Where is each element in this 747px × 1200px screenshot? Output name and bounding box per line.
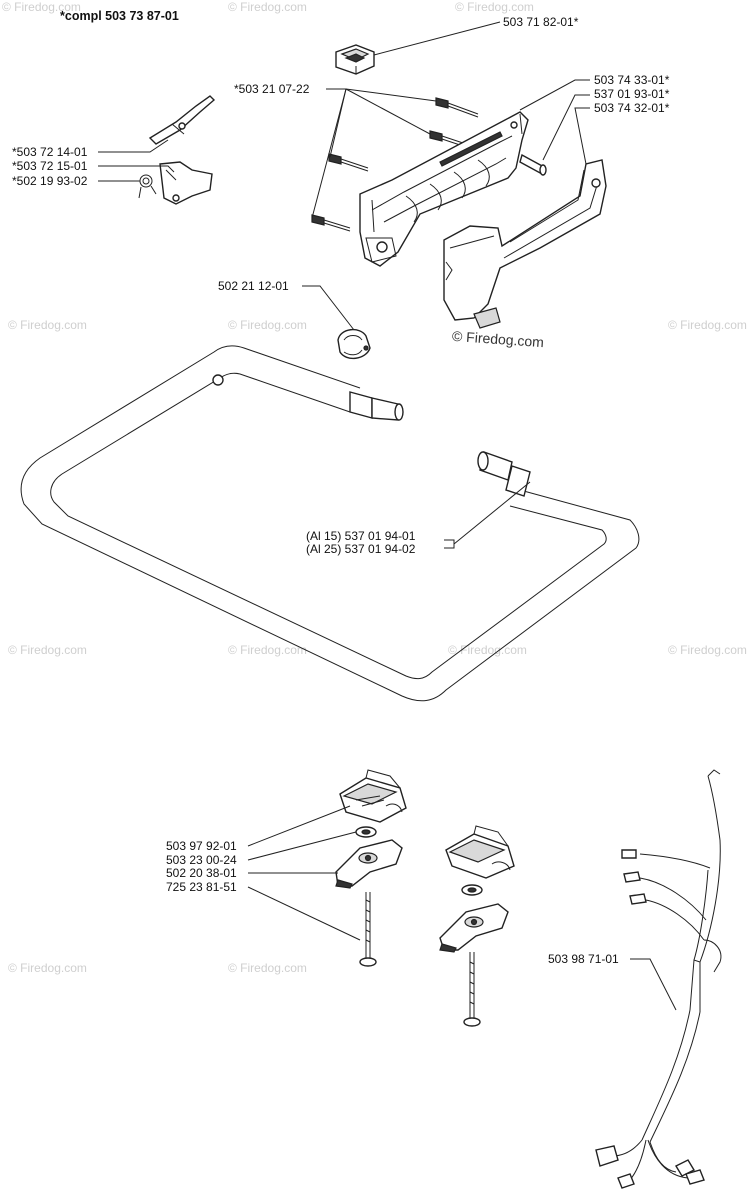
bolt-part-duplicate	[463, 952, 481, 1027]
part-label-handle-bar-al15: (Al 15) 537 01 94-01	[306, 529, 416, 543]
washer-part-duplicate	[461, 884, 483, 896]
part-label-handle-half-left: 503 74 32-01*	[594, 101, 670, 115]
part-label-knob: 502 20 38-01	[166, 866, 237, 880]
part-label-screws: *503 21 07-22	[234, 82, 310, 96]
part-label-handle-bar-al25: (Al 25) 537 01 94-02	[306, 542, 416, 556]
watermark: © Firedog.com	[448, 643, 527, 657]
watermark: © Firedog.com	[455, 0, 534, 14]
watermark: © Firedog.com	[8, 643, 87, 657]
watermark: © Firedog.com	[2, 0, 81, 14]
part-label-switch: 503 71 82-01*	[503, 15, 579, 29]
part-label-handle-pin: 537 01 93-01*	[594, 87, 670, 101]
watermark: © Firedog.com	[228, 0, 307, 14]
bolt-part	[359, 892, 377, 967]
part-label-washer: 503 23 00-24	[166, 853, 237, 867]
watermark: © Firedog.com	[228, 961, 307, 975]
bracket-part-duplicate	[445, 825, 515, 879]
clamp-part	[337, 329, 371, 359]
assembly-label: *compl 503 73 87-01	[60, 9, 179, 23]
handle-half-right-part	[443, 159, 607, 329]
watermark: © Firedog.com	[228, 318, 307, 332]
knob-part-duplicate	[439, 903, 509, 953]
part-label-spring: *502 19 93-02	[12, 174, 88, 188]
handle-pin-part	[519, 153, 547, 176]
switch-part	[335, 44, 375, 75]
watermark: © Firedog.com	[8, 318, 87, 332]
knob-part	[335, 839, 403, 889]
part-label-clamp: 502 21 12-01	[218, 279, 289, 293]
washer-part	[355, 826, 377, 838]
watermark: © Firedog.com	[8, 961, 87, 975]
throttle-lever-part	[148, 95, 216, 145]
screw-parts	[311, 97, 479, 232]
part-label-wiring-harness: 503 98 71-01	[548, 952, 619, 966]
leader-lines	[98, 21, 677, 1011]
throttle-lockout-part	[159, 161, 213, 205]
part-label-bolt: 725 23 81-51	[166, 880, 237, 894]
watermark: © Firedog.com	[228, 643, 307, 657]
watermark: © Firedog.com	[668, 643, 747, 657]
bracket-part	[339, 769, 407, 823]
part-label-throttle-lever: *503 72 14-01	[12, 145, 88, 159]
part-label-throttle-lockout: *503 72 15-01	[12, 159, 88, 173]
handle-half-left-part	[359, 111, 529, 267]
spring-part	[138, 174, 157, 199]
part-label-handle-half-right: 503 74 33-01*	[594, 73, 670, 87]
wiring-harness-part	[595, 769, 722, 1189]
part-label-bracket: 503 97 92-01	[166, 839, 237, 853]
handle-bar-part	[20, 345, 640, 702]
watermark: © Firedog.com	[668, 318, 747, 332]
